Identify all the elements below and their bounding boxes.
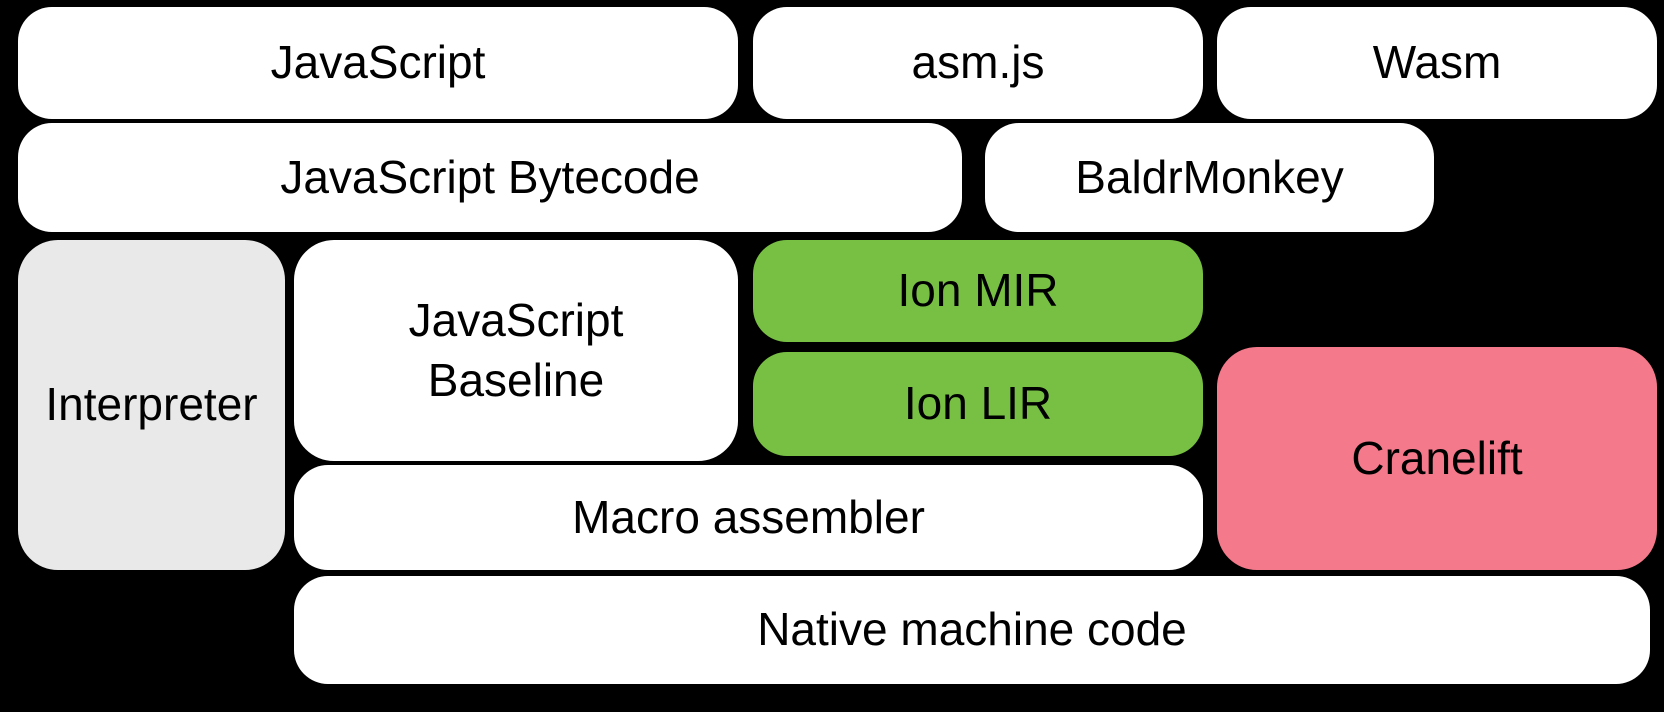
interpreter-box: Interpreter	[18, 240, 285, 570]
javascript-bytecode-box: JavaScript Bytecode	[18, 123, 962, 232]
javascript-baseline-label: JavaScript Baseline	[408, 293, 624, 406]
wasm-box: Wasm	[1217, 7, 1657, 119]
ion-mir-box: Ion MIR	[753, 240, 1203, 342]
ion-lir-box: Ion LIR	[753, 352, 1203, 456]
macro-assembler-box: Macro assembler	[294, 465, 1203, 570]
ion-lir-label: Ion LIR	[903, 377, 1053, 430]
interpreter-label: Interpreter	[45, 378, 258, 431]
cranelift-box: Cranelift	[1217, 347, 1657, 570]
javascript-box: JavaScript	[18, 7, 738, 119]
ion-mir-label: Ion MIR	[897, 264, 1059, 317]
wasm-label: Wasm	[1372, 36, 1502, 89]
native-machine-code-box: Native machine code	[294, 576, 1650, 684]
javascript-label: JavaScript	[270, 36, 486, 89]
javascript-baseline-box: JavaScript Baseline	[294, 240, 738, 461]
native-machine-code-label: Native machine code	[757, 603, 1187, 656]
cranelift-label: Cranelift	[1351, 431, 1523, 484]
baldrmonkey-label: BaldrMonkey	[1075, 150, 1344, 203]
javascript-bytecode-label: JavaScript Bytecode	[280, 150, 700, 203]
baldrmonkey-box: BaldrMonkey	[985, 123, 1434, 232]
asmjs-label: asm.js	[911, 36, 1045, 89]
asmjs-box: asm.js	[753, 7, 1203, 119]
macro-assembler-label: Macro assembler	[572, 490, 925, 543]
